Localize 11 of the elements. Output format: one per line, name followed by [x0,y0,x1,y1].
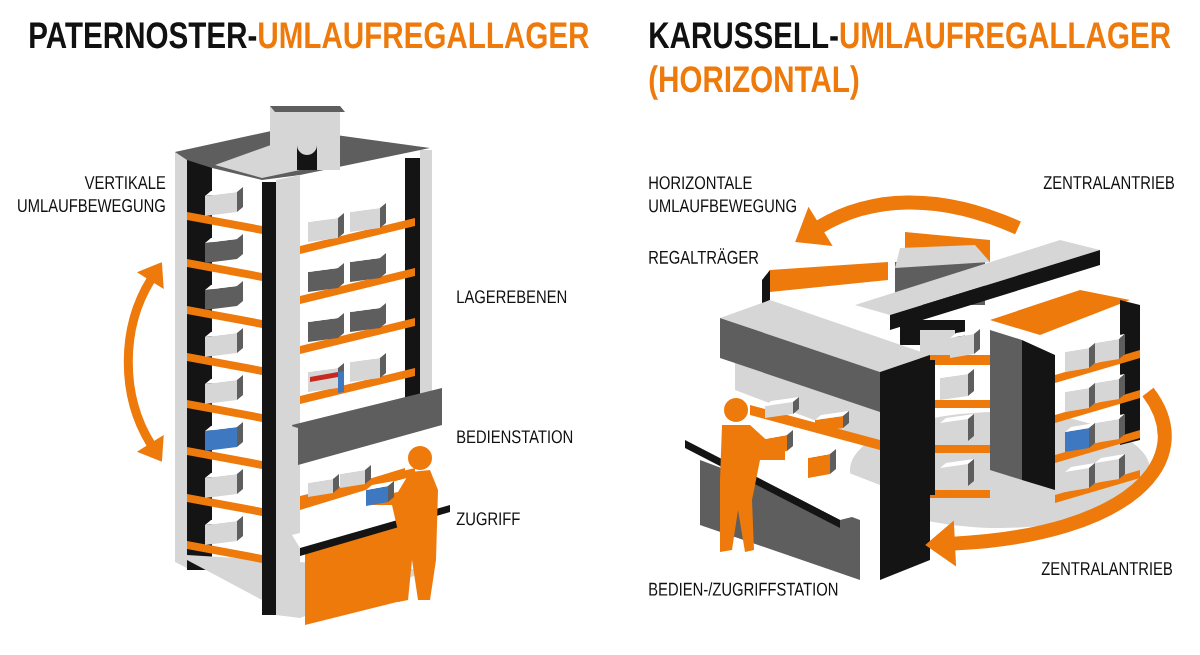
label: VERTIKALE UMLAUFBEWEGUNG [18,176,166,213]
label: REGALTRÄGER [649,248,759,264]
label: BEDIEN-/ZUGRIFFSTATION [649,582,838,596]
heading: KARUSSELL-UMLAUFREGALLAGER (HORIZONTAL) [649,22,1171,100]
label: LAGEREBENEN [457,290,567,304]
label: ZUGRIFF [456,512,520,526]
label: HORIZONTALE UMLAUFBEWEGUNG [649,176,796,213]
label: BEDIENSTATION [457,430,573,444]
label: ZENTRALANTRIEB [1041,562,1172,575]
label: ZENTRALANTRIEB [1043,176,1174,189]
heading: PATERNOSTER-UMLAUFREGALLAGER [30,22,589,49]
